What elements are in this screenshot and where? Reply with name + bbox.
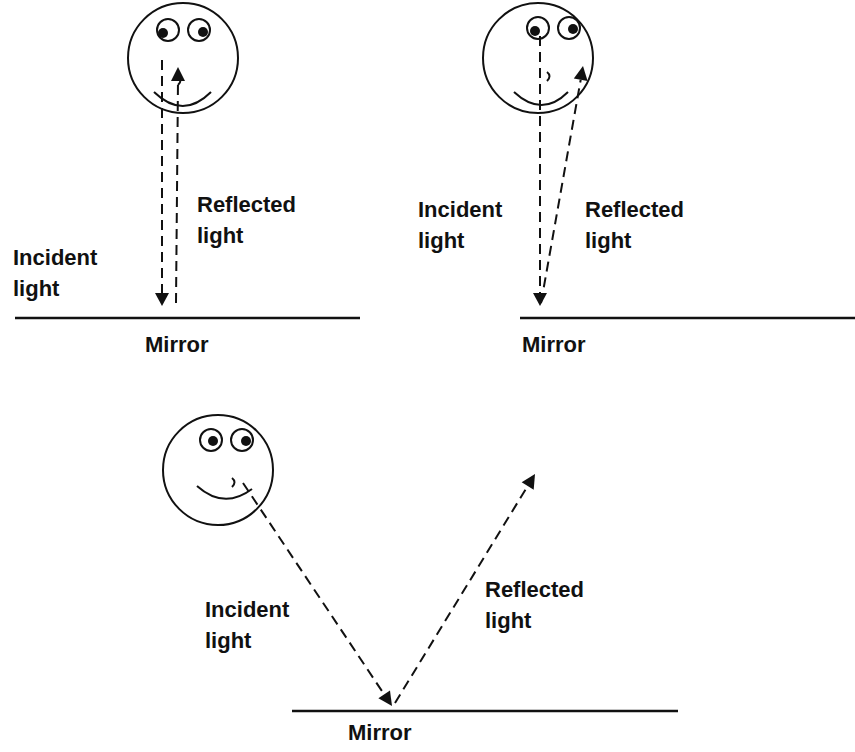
mirror-line <box>292 710 678 713</box>
incident-ray <box>243 483 384 694</box>
reflected-ray <box>541 80 581 303</box>
eye-pupil <box>158 28 168 38</box>
reflected-ray <box>176 80 178 303</box>
mirror-label: Mirror <box>348 718 412 749</box>
eye-pupil <box>530 26 540 36</box>
arrowhead <box>171 67 185 81</box>
incident-ray <box>539 36 541 293</box>
arrowhead <box>533 293 547 306</box>
arrowhead <box>574 66 588 81</box>
mirror-line <box>520 317 855 320</box>
face-figure <box>483 3 593 113</box>
incident-ray <box>161 60 163 293</box>
arrowhead <box>155 293 169 306</box>
arrowhead <box>522 474 535 490</box>
ray-label: Incident light <box>205 595 289 657</box>
eye-pupil <box>241 436 251 446</box>
ray-label: Incident light <box>418 195 502 257</box>
eye-pupil <box>198 27 208 37</box>
mirror-label: Mirror <box>145 330 209 361</box>
face-figure <box>128 3 238 113</box>
arrowhead <box>378 691 392 707</box>
face-figure <box>163 415 273 525</box>
eye-pupil <box>568 24 578 34</box>
ray-label: Reflected light <box>585 195 684 257</box>
ray-label: Reflected light <box>197 190 296 252</box>
ray-label: Reflected light <box>485 575 584 637</box>
ray-label: Incident light <box>13 243 97 305</box>
mirror-line <box>15 317 360 320</box>
mirror-label: Mirror <box>522 330 586 361</box>
eye-pupil <box>208 436 218 446</box>
